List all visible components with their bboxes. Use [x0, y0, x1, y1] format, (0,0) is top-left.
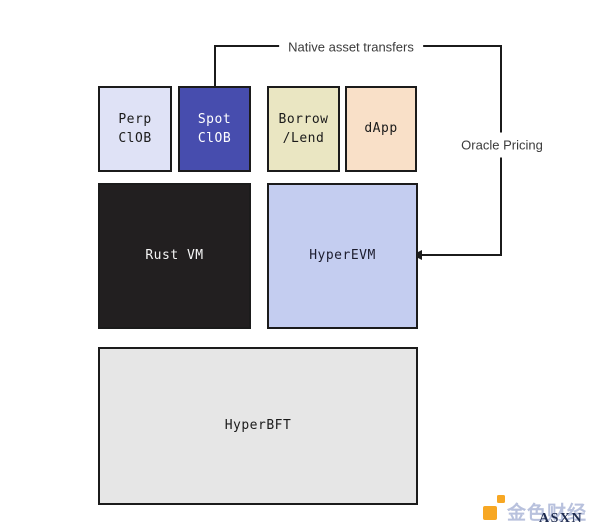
box-dapp: dApp	[345, 86, 417, 172]
box-spot-clob: Spot ClOB	[178, 86, 251, 172]
oracle-pricing-label: Oracle Pricing	[457, 132, 547, 158]
logo-square-big	[483, 506, 497, 520]
oracle-pricing-line-to-hyperevm	[421, 254, 502, 256]
box-perp-clob: Perp ClOB	[98, 86, 172, 172]
logo-square-small	[497, 495, 505, 503]
asxn-watermark-text: ASXN	[539, 511, 584, 526]
native-transfers-line-to-spot-clob	[214, 45, 216, 87]
native-asset-transfers-label: Native asset transfers	[279, 39, 423, 55]
box-rust-vm: Rust VM	[98, 183, 251, 329]
box-hyperevm: HyperEVM	[267, 183, 418, 329]
jinse-finance-logo-icon	[483, 495, 505, 520]
jinse-finance-watermark-text: 金色财经	[507, 502, 588, 524]
box-borrow-lend: Borrow /Lend	[267, 86, 340, 172]
box-hyperbft: HyperBFT	[98, 347, 418, 505]
